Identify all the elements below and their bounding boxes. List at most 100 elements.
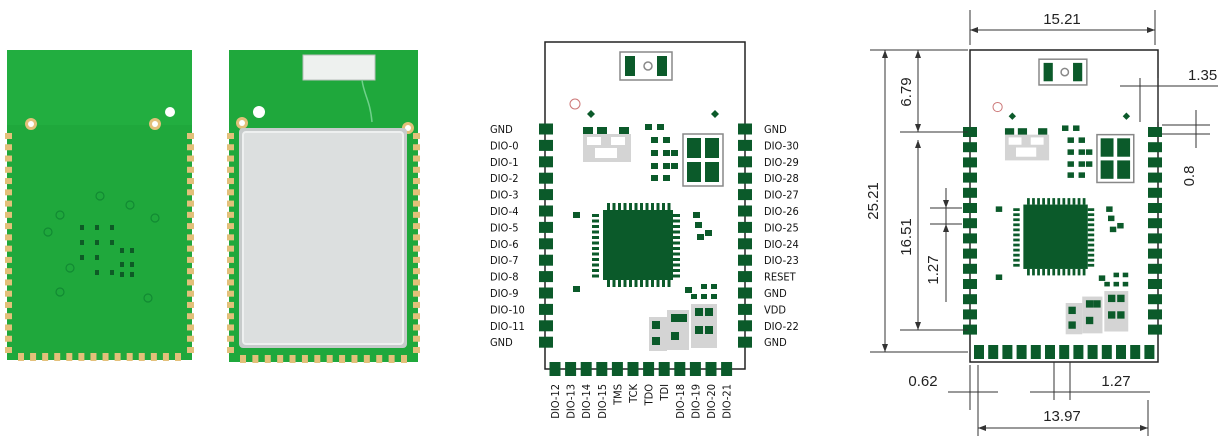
silk-part bbox=[673, 263, 680, 267]
silk-part bbox=[611, 137, 625, 145]
silk-part bbox=[1087, 213, 1095, 217]
edge-pads-right bbox=[187, 133, 194, 353]
edge-pad bbox=[187, 347, 194, 353]
silk-part bbox=[607, 280, 610, 287]
silk-part bbox=[1087, 248, 1095, 252]
edge-pad bbox=[413, 245, 420, 252]
pin-label-bottom: TDO bbox=[643, 384, 656, 407]
pin-labels-right: GNDDIO-30DIO-29DIO-28DIO-27DIO-26DIO-25D… bbox=[764, 123, 799, 349]
silk-part bbox=[623, 203, 627, 210]
silk-part bbox=[1047, 268, 1051, 276]
pin-label-right: GND bbox=[764, 287, 787, 300]
pin-pad bbox=[1101, 345, 1112, 359]
pin-label-bottom: DIO-18 bbox=[674, 384, 687, 419]
pin-pad bbox=[738, 271, 752, 283]
edge-pad bbox=[5, 200, 12, 207]
silk-part bbox=[1037, 268, 1040, 276]
fiducial bbox=[1122, 112, 1131, 120]
silk-part bbox=[1082, 198, 1086, 205]
silk-part bbox=[673, 247, 680, 250]
silk-part bbox=[1067, 149, 1074, 155]
edge-pads-left bbox=[227, 133, 234, 353]
edge-pad bbox=[413, 347, 420, 353]
edge-pad bbox=[413, 279, 420, 286]
pin-pad bbox=[674, 362, 686, 376]
pin-label-right: VDD bbox=[764, 303, 786, 316]
edge-pad bbox=[5, 234, 12, 241]
silk-part bbox=[667, 280, 671, 287]
silk-part bbox=[1087, 253, 1095, 257]
silk-part bbox=[1013, 258, 1020, 262]
edge-pad bbox=[413, 335, 420, 342]
edge-pad bbox=[5, 279, 12, 286]
edge-pad bbox=[413, 268, 420, 275]
edge-pad bbox=[187, 324, 194, 331]
silk-part bbox=[1062, 268, 1066, 276]
dim-antenna-offset: 1.35 bbox=[1188, 67, 1217, 84]
silk-part bbox=[634, 203, 638, 210]
silk-part bbox=[1087, 233, 1095, 237]
component-layout bbox=[992, 58, 1135, 335]
silk-part bbox=[1013, 253, 1020, 257]
silk-part bbox=[592, 219, 599, 223]
edge-pad bbox=[187, 178, 194, 185]
silk-part bbox=[995, 206, 1003, 212]
edge-pad bbox=[54, 353, 61, 361]
silk-part bbox=[656, 280, 660, 287]
edge-pad bbox=[413, 211, 420, 218]
pin-pad bbox=[539, 172, 553, 184]
silk-part bbox=[651, 175, 658, 181]
silk-part bbox=[1052, 268, 1056, 276]
edge-pad bbox=[227, 335, 234, 342]
pin-pad bbox=[1148, 218, 1162, 229]
via bbox=[95, 240, 99, 245]
silk-part bbox=[693, 212, 700, 218]
edge-pad bbox=[401, 355, 407, 363]
pin-pad bbox=[539, 221, 553, 233]
silk-part bbox=[603, 210, 673, 280]
silk-part bbox=[691, 304, 717, 348]
pin-pad bbox=[963, 187, 977, 198]
pin-pad bbox=[1148, 203, 1162, 213]
pin-label-left: GND bbox=[490, 336, 513, 349]
silk-part bbox=[1122, 272, 1129, 278]
silk-part bbox=[1067, 268, 1071, 276]
silk-part bbox=[701, 294, 707, 299]
edge-pad bbox=[30, 353, 37, 361]
edge-pad bbox=[187, 245, 194, 252]
silk-part bbox=[1060, 67, 1070, 77]
component-layout bbox=[569, 51, 724, 351]
pin-pad bbox=[1148, 263, 1162, 274]
pin-pad bbox=[611, 362, 623, 376]
pin-label-left: DIO-4 bbox=[490, 205, 519, 218]
pin-pad bbox=[963, 263, 977, 274]
silk-part bbox=[592, 274, 599, 278]
pin-label-right: DIO-28 bbox=[764, 172, 799, 185]
edge-pad bbox=[187, 133, 194, 139]
silk-part bbox=[695, 308, 703, 316]
pin-pad bbox=[580, 362, 592, 376]
pin-pad bbox=[1059, 345, 1070, 359]
pin-label-left: DIO-11 bbox=[490, 320, 525, 333]
edge-pad bbox=[5, 313, 12, 320]
edge-pad bbox=[175, 353, 181, 361]
edge-pad bbox=[227, 290, 234, 297]
pin-label-left: DIO-5 bbox=[490, 221, 519, 234]
silk-part bbox=[1113, 281, 1120, 287]
pin-pad bbox=[539, 205, 553, 217]
silk-part bbox=[1013, 218, 1020, 222]
edge-pad bbox=[5, 166, 12, 173]
pin-pad bbox=[1148, 157, 1162, 168]
edge-pad bbox=[227, 133, 234, 139]
pin-pad bbox=[988, 345, 999, 359]
pin-label-right: RESET bbox=[764, 271, 797, 284]
pin-label-left: DIO-9 bbox=[490, 287, 519, 300]
via bbox=[80, 240, 84, 245]
silk-part bbox=[643, 61, 653, 71]
dim-pin-pitch-side: 1.27 bbox=[925, 255, 942, 284]
silk-part bbox=[651, 163, 658, 169]
silk-part bbox=[1052, 198, 1056, 205]
edge-pad bbox=[227, 324, 234, 331]
edge-pad bbox=[227, 223, 234, 230]
